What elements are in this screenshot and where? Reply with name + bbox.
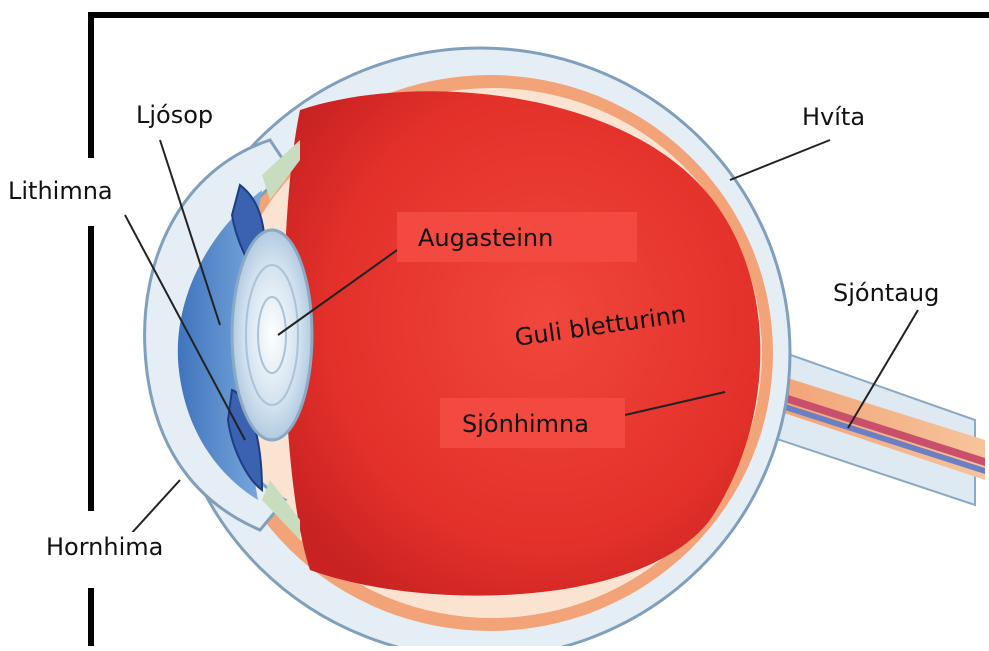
frame-left-middle (88, 226, 94, 511)
label-ljosop: Ljósop (132, 100, 217, 130)
frame-top (88, 12, 989, 18)
lens (232, 230, 312, 440)
label-lithimna: Lithimna (4, 176, 117, 206)
label-sjonhimna: Sjónhimna (440, 398, 625, 448)
label-augasteinn: Augasteinn (397, 212, 637, 262)
frame-left-upper (88, 12, 94, 158)
label-hornhima: Hornhima (42, 532, 167, 562)
label-sjontaug: Sjóntaug (829, 278, 943, 308)
leader-hornhima (130, 480, 180, 535)
frame-left-lower (88, 588, 94, 646)
label-hvita: Hvíta (798, 102, 869, 132)
leader-hvita (730, 140, 830, 180)
